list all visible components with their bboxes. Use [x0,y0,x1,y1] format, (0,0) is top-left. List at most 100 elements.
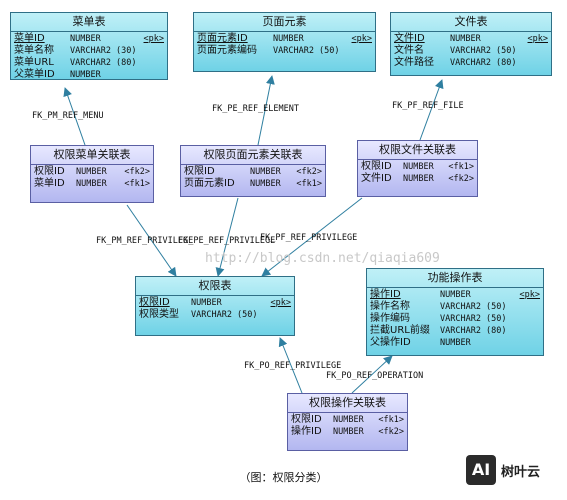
column-key: <pk> [143,34,164,44]
relationship-label: FK_PE_REF_ELEMENT [212,104,299,114]
column-name: 权限ID [34,166,65,177]
column-type: NUMBER [440,338,471,348]
entity-page-element-table[interactable]: 页面元素 页面元素ID NUMBER <pk> 页面元素编码 VARCHAR2 (50… [193,12,376,72]
entity-row: 文件ID NUMBER <fk2> [361,173,474,185]
column-name: 文件名 [394,45,424,56]
relationship-label: FK_PO_REF_OPERATION [326,371,424,381]
column-name: 权限ID [184,166,215,177]
column-type: VARCHAR2 (50) [273,46,340,56]
column-type: NUMBER [250,167,281,177]
entity-row: 页面元素编码 VARCHAR2 (50) [197,45,372,57]
rel-line-po-privilege [278,337,303,394]
relationship-label: FK_PM_REF_MENU [32,111,104,121]
rel-line-pm-menu [63,87,86,146]
column-key: <fk1> [296,179,322,189]
entity-row: 权限ID NUMBER <fk1> [291,414,404,426]
column-key: <fk1> [448,162,474,172]
relationship-label: FK_PO_REF_PRIVILEGE [244,361,342,371]
entity-title: 权限文件关联表 [358,141,477,160]
rel-line-pf-privilege [261,197,363,277]
column-type: NUMBER [333,427,364,437]
column-type: VARCHAR2 (80) [450,58,517,68]
column-key: <pk> [351,34,372,44]
entity-row: 父操作ID NUMBER [370,337,540,349]
column-key: <fk1> [124,179,150,189]
rel-line-pm-privilege [126,204,177,277]
entity-row: 权限类型 VARCHAR2 (50) [139,309,291,321]
column-name: 菜单URL [14,57,54,68]
column-type: VARCHAR2 (30) [70,46,137,56]
entity-title: 权限操作关联表 [288,394,407,413]
column-name: 权限类型 [139,309,179,320]
entity-row: 页面元素ID NUMBER <pk> [197,33,372,45]
column-name: 菜单ID [34,178,65,189]
column-name: 权限ID [139,297,170,308]
entity-row: 菜单URL VARCHAR2 (80) [14,57,164,69]
column-name: 权限ID [291,414,322,425]
column-name: 操作ID [370,289,401,300]
column-type: NUMBER [76,179,107,189]
column-name: 菜单ID [14,33,45,44]
column-name: 文件ID [361,173,392,184]
column-name: 页面元素编码 [197,45,257,56]
entity-title: 文件表 [391,13,551,32]
column-type: NUMBER [440,290,471,300]
entity-title: 功能操作表 [367,269,543,288]
relationship-label: FK_PF_REF_PRIVILEGE [260,233,358,243]
column-key: <fk1> [378,415,404,425]
column-type: VARCHAR2 (50) [191,310,258,320]
entity-title: 权限菜单关联表 [31,146,153,165]
figure-caption: （图：权限分类） [239,471,328,484]
column-type: NUMBER [333,415,364,425]
relationship-label: FK_PM_REF_PRIVILEGE [96,236,194,246]
entity-title: 权限表 [136,277,294,296]
entity-row: 菜单ID NUMBER <fk1> [34,178,150,190]
column-type: NUMBER [70,34,101,44]
entity-row: 菜单名称 VARCHAR2 (30) [14,45,164,57]
column-name: 页面元素ID [197,33,248,44]
column-type: VARCHAR2 (80) [440,326,507,336]
column-name: 父操作ID [370,337,411,348]
rel-line-po-operation [351,355,393,394]
column-type: NUMBER [403,174,434,184]
column-type: NUMBER [403,162,434,172]
column-type: VARCHAR2 (80) [70,58,137,68]
column-type: NUMBER [273,34,304,44]
watermark-text: http://blog.csdn.net/qiaqia609 [205,251,440,266]
logo-mark: AI [466,455,496,485]
entity-title: 权限页面元素关联表 [181,146,325,165]
column-type: NUMBER [191,298,222,308]
column-key: <fk2> [448,174,474,184]
rel-line-pf-file [419,79,444,141]
site-logo: AI 树叶云 [466,455,540,485]
column-key: <fk2> [378,427,404,437]
rel-line-pe-privilege [215,197,239,277]
column-name: 菜单名称 [14,45,54,56]
relationship-label: FK_PE_REF_PRIVILEGE [178,236,276,246]
column-type: NUMBER [250,179,281,189]
column-type: NUMBER [76,167,107,177]
entity-title: 页面元素 [194,13,375,32]
rel-line-pe-element [257,75,275,146]
column-name: 操作名称 [370,301,410,312]
column-name: 操作编码 [370,313,410,324]
